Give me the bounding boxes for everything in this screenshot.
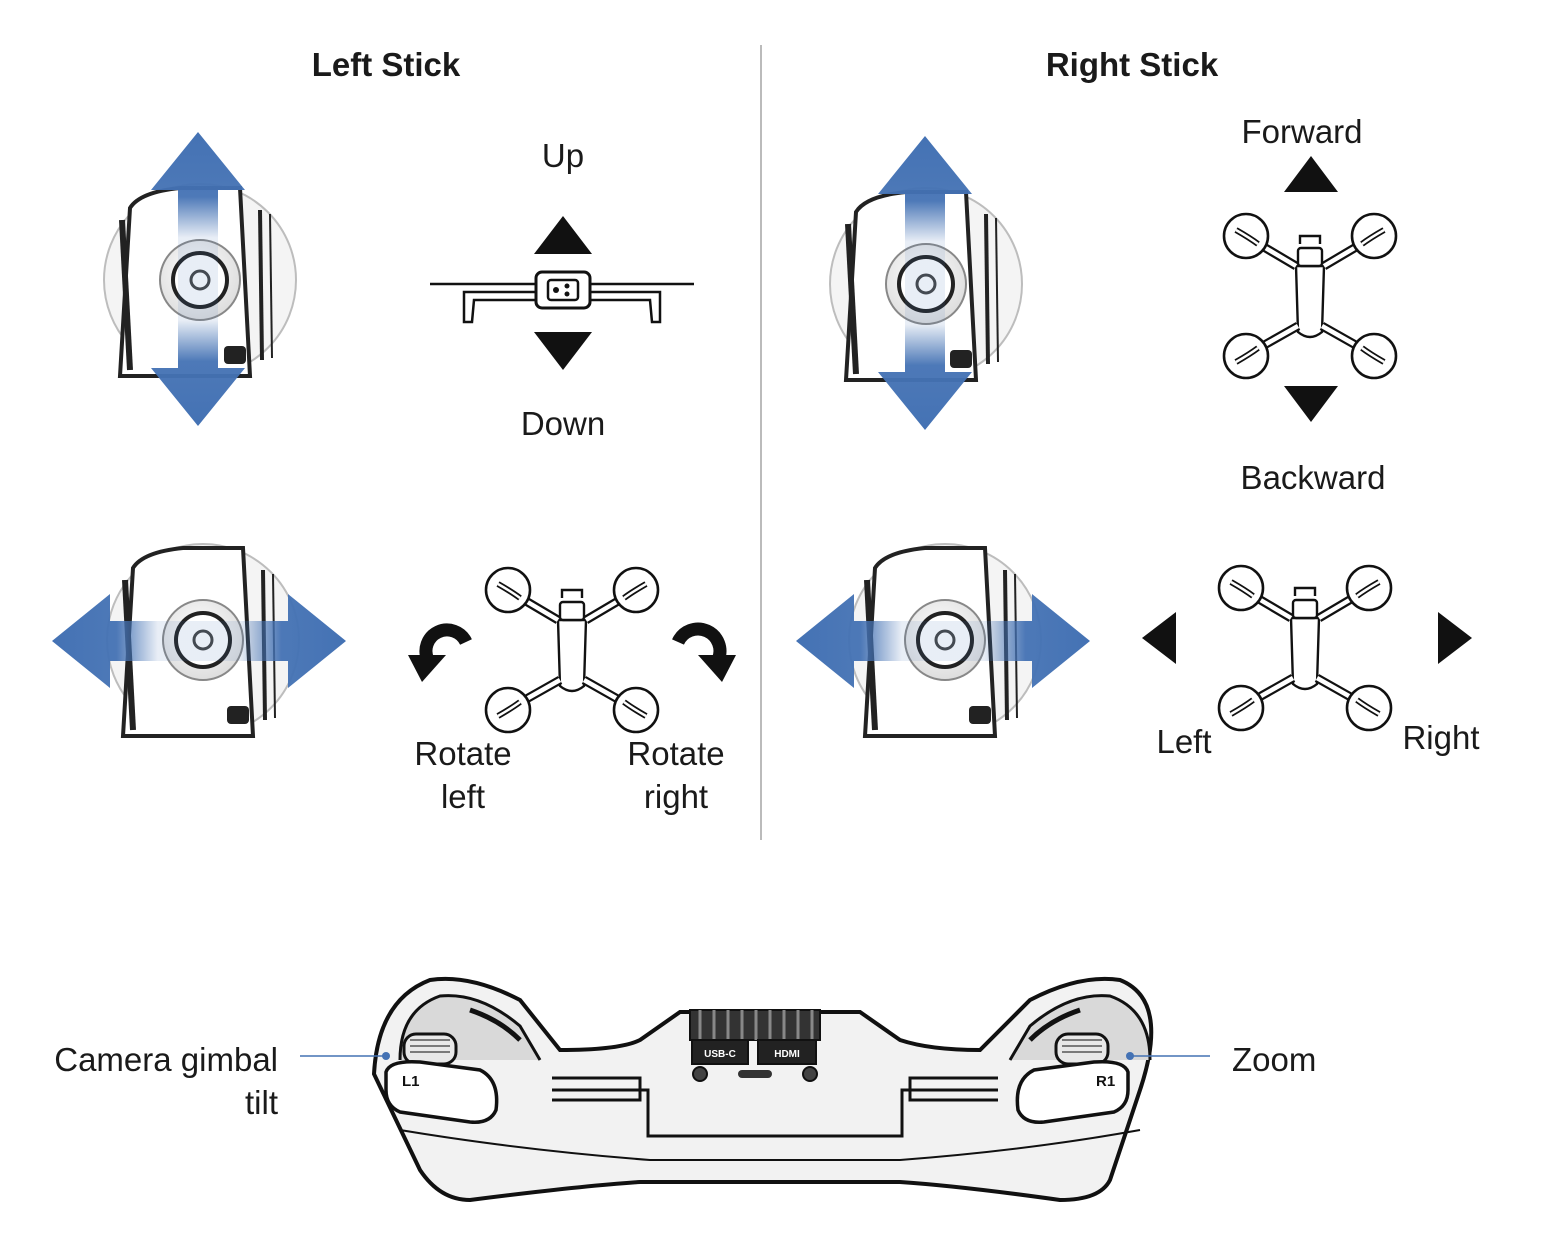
right-stick-vertical-illustration: [830, 136, 1022, 430]
forward-label: Forward: [1241, 113, 1363, 150]
horizontal-arrow-icon: [796, 594, 1090, 688]
drone-top-icon: [486, 568, 658, 732]
left-stick-vertical-illustration: [104, 132, 296, 426]
right-stick-horizontal-illustration: [796, 544, 1090, 736]
triangle-down-icon: [1284, 386, 1338, 422]
left-stick-title: Left Stick: [311, 46, 461, 83]
l1-label: L1: [402, 1073, 420, 1090]
triangle-up-icon: [534, 216, 592, 254]
left-stick-horizontal-illustration: [52, 544, 346, 736]
rotate-left-icon: [408, 623, 472, 682]
controller-icon: [371, 976, 1154, 1203]
usb-c-port-label: USB-C: [704, 1049, 736, 1060]
left-label: Left: [1156, 723, 1212, 760]
drone-front-icon: [430, 270, 694, 324]
horizontal-arrow-icon: [52, 594, 346, 688]
vertical-arrow-icon: [151, 132, 245, 426]
triangle-up-icon: [1284, 156, 1338, 192]
down-label: Down: [520, 405, 606, 442]
right-label: Right: [1402, 719, 1480, 756]
zoom-label: Zoom: [1232, 1041, 1317, 1078]
backward-label: Backward: [1240, 459, 1386, 496]
triangle-right-icon: [1438, 612, 1472, 664]
drone-top-icon: [1219, 566, 1391, 730]
drone-top-icon: [1224, 214, 1396, 378]
triangle-left-icon: [1142, 612, 1176, 664]
r1-label: R1: [1096, 1073, 1115, 1090]
up-label: Up: [541, 137, 585, 174]
rotate-left-label: Rotate left: [414, 735, 512, 815]
right-stick-title: Right Stick: [1045, 46, 1219, 83]
rotate-right-icon: [672, 622, 736, 682]
hdmi-port-label: HDMI: [774, 1049, 800, 1060]
rotate-right-label: Rotate right: [627, 735, 725, 815]
triangle-down-icon: [534, 332, 592, 370]
vertical-arrow-icon: [878, 136, 972, 430]
camera-gimbal-tilt-label: Camera gimbal tilt: [54, 1041, 278, 1121]
